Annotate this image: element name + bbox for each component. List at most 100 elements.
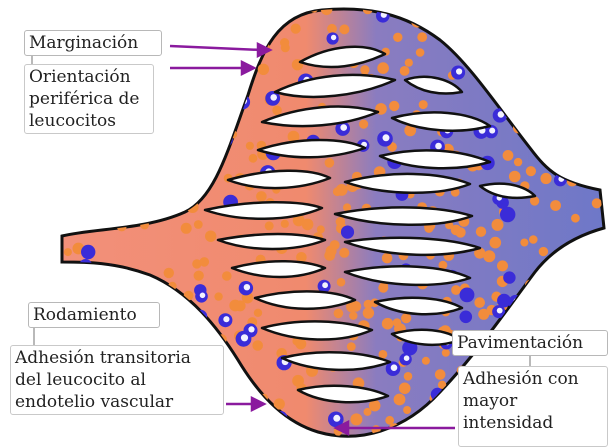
red-blood-cell xyxy=(324,250,335,261)
leukocyte-nucleus xyxy=(71,416,78,423)
red-blood-cell xyxy=(164,268,174,278)
leukocyte xyxy=(153,92,166,105)
red-blood-cell xyxy=(598,20,606,28)
red-blood-cell xyxy=(526,82,535,91)
red-blood-cell xyxy=(246,142,254,150)
red-blood-cell xyxy=(577,46,586,55)
leukocyte xyxy=(164,196,178,210)
red-blood-cell xyxy=(252,340,263,351)
red-blood-cell xyxy=(249,154,258,163)
red-blood-cell xyxy=(227,6,235,14)
red-blood-cell xyxy=(161,13,171,23)
leukocyte xyxy=(554,255,570,271)
red-blood-cell xyxy=(156,425,168,437)
red-blood-cell xyxy=(507,22,516,31)
red-blood-cell xyxy=(279,433,288,442)
leukocyte-nucleus xyxy=(224,136,230,142)
leukocyte-nucleus xyxy=(435,143,442,150)
red-blood-cell xyxy=(140,221,149,230)
red-blood-cell xyxy=(347,342,356,351)
red-blood-cell xyxy=(579,313,589,323)
red-blood-cell xyxy=(258,64,269,75)
red-blood-cell xyxy=(519,85,530,96)
red-blood-cell xyxy=(536,321,545,330)
rolling-arrowhead xyxy=(252,398,264,410)
leukocyte-nucleus xyxy=(383,134,390,141)
leukocyte xyxy=(497,294,511,308)
red-blood-cell xyxy=(592,198,602,208)
leukocyte xyxy=(173,180,188,195)
red-blood-cell xyxy=(567,251,576,260)
red-blood-cell xyxy=(385,416,394,425)
red-blood-cell xyxy=(173,20,183,30)
leukocyte xyxy=(564,162,576,174)
leukocyte-nucleus xyxy=(587,58,594,65)
red-blood-cell xyxy=(176,94,186,104)
red-blood-cell xyxy=(214,292,222,300)
red-blood-cell xyxy=(540,73,549,82)
red-blood-cell xyxy=(540,173,551,184)
red-blood-cell xyxy=(416,48,425,57)
red-blood-cell xyxy=(62,421,74,433)
red-blood-cell xyxy=(439,430,450,441)
red-blood-cell xyxy=(514,52,523,61)
leukocyte-nucleus xyxy=(200,293,206,299)
red-blood-cell xyxy=(149,332,160,343)
leukocyte-nucleus xyxy=(589,152,595,158)
red-blood-cell xyxy=(550,200,561,211)
red-blood-cell xyxy=(64,248,72,256)
red-blood-cell xyxy=(272,106,282,116)
leukocyte xyxy=(431,388,444,401)
red-blood-cell xyxy=(56,272,65,281)
leukocyte-nucleus xyxy=(340,124,347,131)
leukocyte-nucleus xyxy=(322,282,328,288)
red-blood-cell xyxy=(224,432,236,444)
red-blood-cell xyxy=(291,24,301,34)
red-blood-cell xyxy=(194,220,203,229)
red-blood-cell xyxy=(184,291,194,301)
margination-arrow xyxy=(170,46,262,50)
red-blood-cell xyxy=(61,418,72,429)
leukocyte xyxy=(582,55,596,69)
red-blood-cell xyxy=(565,291,576,302)
leukocyte xyxy=(341,226,354,239)
red-blood-cell xyxy=(120,277,128,285)
red-blood-cell xyxy=(205,231,216,242)
red-blood-cell xyxy=(451,285,461,295)
leukocyte-nucleus xyxy=(158,95,164,101)
red-blood-cell xyxy=(597,36,607,46)
leukocyte xyxy=(460,288,475,303)
leukocyte xyxy=(135,145,147,157)
leukocyte-nucleus xyxy=(333,415,340,422)
leukocyte-nucleus xyxy=(183,122,189,128)
red-blood-cell xyxy=(526,166,536,176)
red-blood-cell xyxy=(498,82,510,94)
red-blood-cell xyxy=(539,247,548,256)
red-blood-cell xyxy=(503,150,514,161)
leukocyte-nucleus xyxy=(568,164,573,169)
leukocyte-nucleus xyxy=(164,108,171,115)
red-blood-cell xyxy=(532,61,542,71)
red-blood-cell xyxy=(572,309,581,318)
leukocyte-nucleus xyxy=(183,82,190,89)
leukocyte-nucleus xyxy=(489,128,495,134)
leukocyte-nucleus xyxy=(584,144,591,151)
red-blood-cell xyxy=(517,18,528,29)
leukocyte-nucleus xyxy=(223,316,229,322)
leukocyte-nucleus xyxy=(497,308,503,314)
leukocyte-nucleus xyxy=(186,18,192,24)
red-blood-cell xyxy=(509,171,521,183)
red-blood-cell xyxy=(98,181,107,190)
leukocyte-nucleus xyxy=(456,68,462,74)
leukocyte xyxy=(503,271,515,283)
red-blood-cell xyxy=(476,227,486,237)
paving-description: Adhesión con mayor intensidad xyxy=(458,366,608,447)
red-blood-cell xyxy=(558,303,569,314)
red-blood-cell xyxy=(170,321,180,331)
red-blood-cell xyxy=(422,357,430,365)
red-blood-cell xyxy=(62,437,71,446)
red-blood-cell xyxy=(327,24,337,34)
leukocyte xyxy=(181,16,193,28)
red-blood-cell xyxy=(181,223,192,234)
leukocyte xyxy=(159,101,172,114)
